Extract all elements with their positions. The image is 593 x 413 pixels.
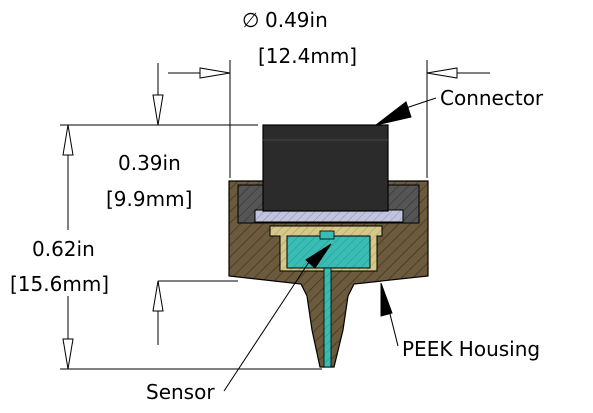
overall-height-metric-label: [15.6mm] (10, 272, 109, 296)
overall-height-dimension (60, 124, 322, 370)
diameter-metric-label: [12.4mm] (258, 44, 357, 68)
sensor-label: Sensor (146, 380, 215, 404)
window-plate (254, 209, 404, 223)
connector-height-metric-label: [9.9mm] (106, 187, 192, 211)
connector-height-dimension (150, 63, 258, 345)
connector-height-imperial-label: 0.39in (118, 151, 181, 175)
housing-callout (380, 282, 399, 347)
sensor-callout (223, 243, 332, 392)
connector-label: Connector (440, 86, 544, 110)
diameter-dimension (168, 60, 490, 178)
connector-block (262, 124, 389, 212)
connector-callout (375, 97, 437, 126)
diameter-imperial-label: 0.49in (265, 8, 328, 32)
overall-height-imperial-label: 0.62in (32, 237, 95, 261)
sensor-element (286, 230, 371, 368)
diameter-symbol: ∅ (242, 8, 259, 32)
housing-label: PEEK Housing (402, 337, 540, 361)
